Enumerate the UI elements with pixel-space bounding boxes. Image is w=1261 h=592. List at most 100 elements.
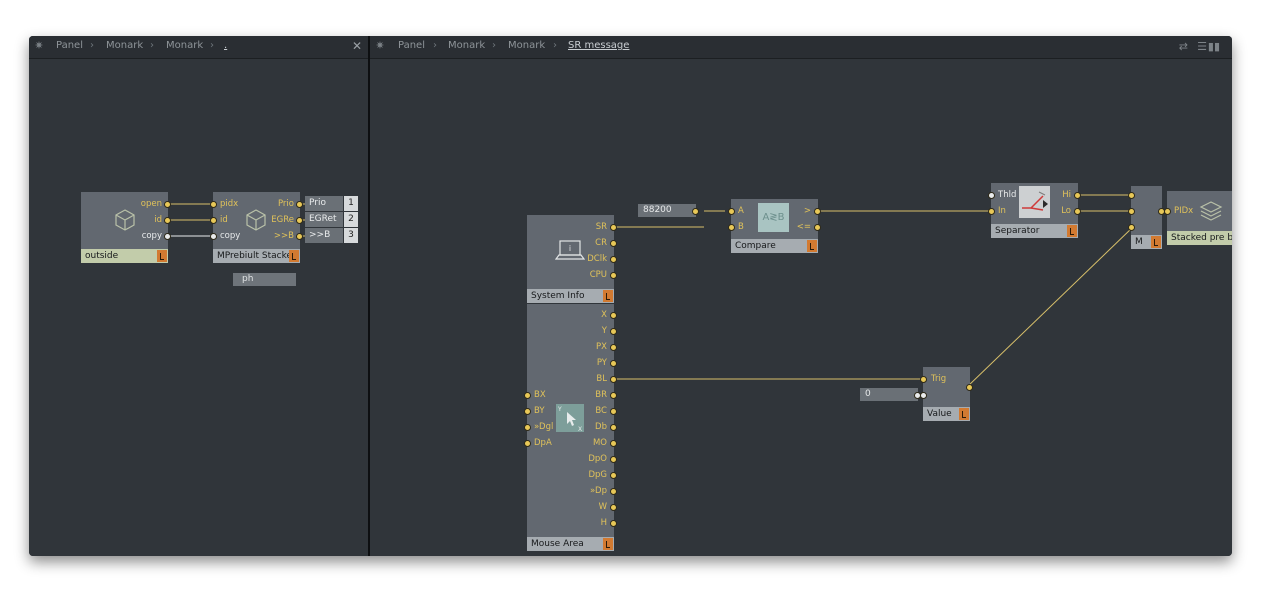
input-port-dot[interactable] (524, 424, 531, 431)
input-port-dot[interactable] (988, 192, 995, 199)
stacked-prebuilt-node[interactable]: PIDx Stacked pre built (1164, 191, 1232, 245)
input-port-dot[interactable] (210, 201, 217, 208)
output-port-dot[interactable] (610, 424, 617, 431)
output-port-dot[interactable] (164, 201, 171, 208)
ph-label[interactable]: ph (233, 273, 296, 286)
output-port-dot[interactable] (610, 240, 617, 247)
output-port-dot[interactable] (610, 440, 617, 447)
output-port-dot[interactable] (610, 376, 617, 383)
output-port-dot[interactable] (164, 217, 171, 224)
outside-node[interactable]: open id copy outside (81, 192, 171, 263)
output-button[interactable] (807, 240, 817, 252)
output-label: EGRet (309, 214, 337, 224)
output-port-dot[interactable] (164, 233, 171, 240)
input-port-dot[interactable] (210, 233, 217, 240)
output-port-dot[interactable] (296, 217, 303, 224)
output-port-dot[interactable] (814, 208, 821, 215)
output-label-box[interactable] (305, 212, 343, 227)
breadcrumb-item[interactable]: Monark (448, 40, 486, 51)
output-port-dot[interactable] (692, 208, 699, 215)
breadcrumb-item[interactable]: Panel (56, 40, 83, 51)
output-button[interactable] (1151, 236, 1161, 248)
input-port-dot[interactable] (920, 376, 927, 383)
port-by: BY (534, 406, 545, 416)
output-port-dot[interactable] (610, 256, 617, 263)
separator-node[interactable]: Thld In Hi Lo Separator (988, 183, 1081, 238)
input-port-dot[interactable] (988, 208, 995, 215)
merge-node[interactable]: M (1128, 186, 1165, 249)
input-port-dot[interactable] (210, 217, 217, 224)
output-port-dot[interactable] (914, 392, 921, 399)
close-icon[interactable]: ✕ (351, 39, 362, 53)
input-port-dot[interactable] (728, 208, 735, 215)
right-structure-pane[interactable]: ✷ Panel › Monark › Monark › SR message ⇄… (370, 36, 1232, 556)
output-button[interactable] (959, 408, 969, 420)
output-label: Prio (309, 198, 326, 208)
breadcrumb-item[interactable]: Panel (398, 40, 425, 51)
output-port-dot[interactable] (610, 392, 617, 399)
gear-icon[interactable]: ✷ (375, 39, 385, 52)
breadcrumb-item[interactable]: Monark (508, 40, 546, 51)
output-port-dot[interactable] (610, 472, 617, 479)
port-h: H (600, 518, 607, 528)
port-bl: BL (596, 374, 607, 384)
input-port-dot[interactable] (524, 408, 531, 415)
output-label-box[interactable] (305, 228, 343, 243)
output-port-dot[interactable] (1074, 192, 1081, 199)
input-port-dot[interactable] (524, 440, 531, 447)
output-port-dot[interactable] (610, 360, 617, 367)
constant-0[interactable]: 0 (860, 388, 918, 401)
output-port-dot[interactable] (610, 312, 617, 319)
output-port-dot[interactable] (610, 488, 617, 495)
output-port-dot[interactable] (610, 408, 617, 415)
breadcrumb-item[interactable]: Monark (166, 40, 204, 51)
output-port-dot[interactable] (610, 504, 617, 511)
breadcrumb-item[interactable]: Monark (106, 40, 144, 51)
input-port-dot[interactable] (920, 392, 927, 399)
output-port-dot[interactable] (610, 456, 617, 463)
port-cpu: CPU (589, 270, 607, 280)
output-port-dot[interactable] (610, 520, 617, 527)
left-wires (166, 203, 311, 237)
breadcrumb-current[interactable]: SR message (568, 40, 630, 51)
output-port-dot[interactable] (966, 384, 973, 391)
breadcrumb-current[interactable]: . (224, 40, 228, 51)
output-port-dot[interactable] (296, 201, 303, 208)
compare-node[interactable]: A≷B A B > <= Compare (728, 199, 821, 253)
input-port-dot[interactable] (1128, 192, 1135, 199)
output-button[interactable] (1067, 225, 1077, 237)
swap-icon[interactable]: ⇄ (1178, 40, 1188, 53)
system-info-node[interactable]: i SR CR DClk CPU System Info (527, 215, 617, 303)
input-port-dot[interactable] (1164, 208, 1171, 215)
svg-text:i: i (569, 244, 571, 253)
output-port-dot[interactable] (610, 344, 617, 351)
input-port-dot[interactable] (524, 392, 531, 399)
value-node[interactable]: Trig Value (920, 367, 973, 421)
port-dp-event: »Dp (590, 486, 607, 496)
output-label-box[interactable] (305, 196, 343, 211)
pane-divider[interactable] (368, 36, 370, 556)
constant-88200[interactable]: 88200 (638, 204, 696, 217)
gear-icon[interactable]: ✷ (34, 39, 44, 52)
output-label: >>B (309, 230, 331, 240)
output-port-dot[interactable] (1074, 208, 1081, 215)
mprebuilt-node[interactable]: pidx id copy Prio EGRe >>B MPrebiult Sta… (210, 192, 303, 263)
output-port-dot[interactable] (610, 224, 617, 231)
output-button[interactable] (603, 290, 613, 302)
output-port-dot[interactable] (296, 233, 303, 240)
input-port-dot[interactable] (1128, 224, 1135, 231)
output-port-dot[interactable] (610, 328, 617, 335)
split-horizontal-icon[interactable]: ☰ (1197, 40, 1207, 53)
output-button[interactable] (289, 250, 299, 262)
left-structure-pane[interactable]: ✷ Panel › Monark › Monark › . ✕ open id … (29, 36, 368, 556)
output-button[interactable] (157, 250, 167, 262)
node-title: Mouse Area (527, 537, 614, 551)
input-port-dot[interactable] (1128, 208, 1135, 215)
mouse-area-node[interactable]: Y X X Y PX PY BL BR BC Db MO DpO DpG »Dp… (524, 304, 617, 551)
output-button[interactable] (603, 538, 613, 550)
output-port-dot[interactable] (814, 224, 821, 231)
output-port-dot[interactable] (610, 272, 617, 279)
split-vertical-icon[interactable]: ▮▮ (1207, 40, 1220, 53)
input-port-dot[interactable] (728, 224, 735, 231)
compare-icon: A≷B (758, 203, 789, 232)
